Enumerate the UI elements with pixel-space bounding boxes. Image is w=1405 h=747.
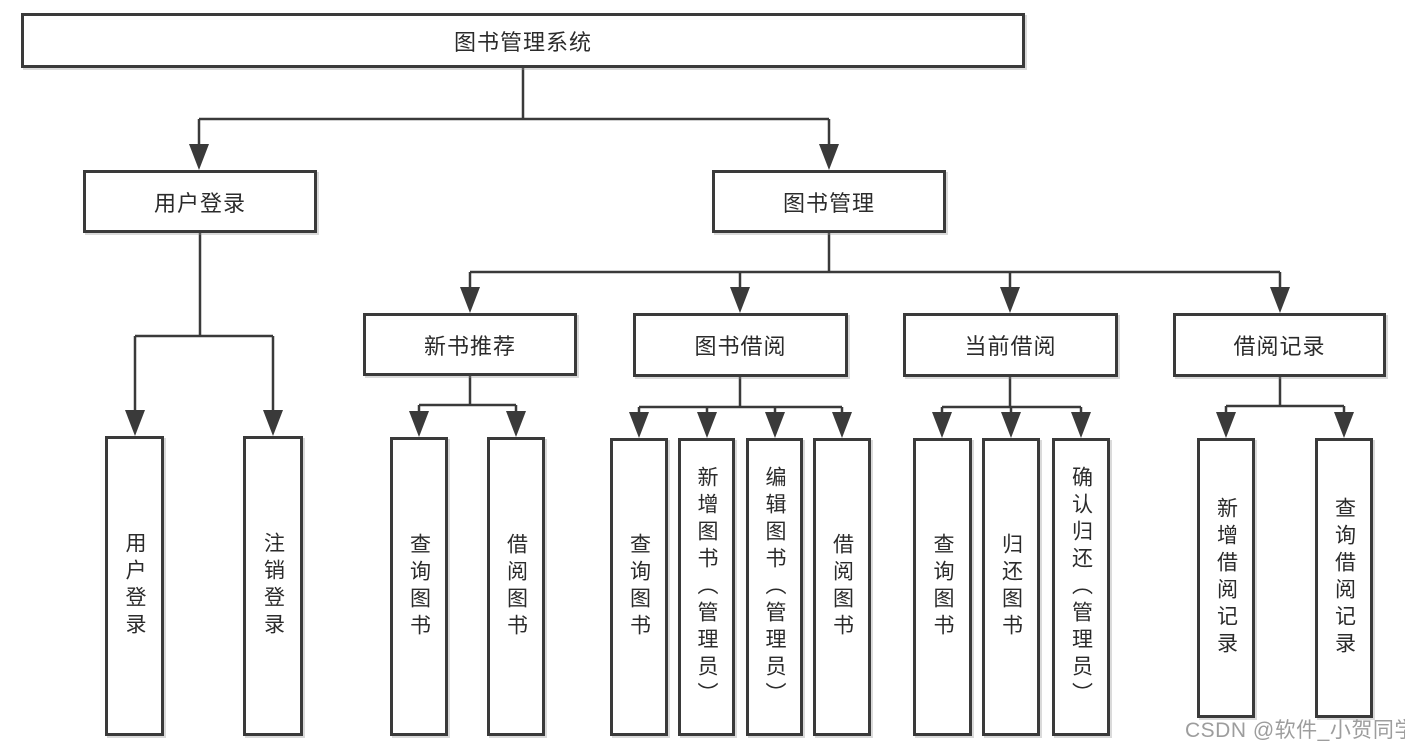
leaf-recommend-query-books-label: 查询图书 bbox=[407, 532, 431, 641]
leaf-edit-books-admin-label: 编辑图书（管理员） bbox=[763, 465, 786, 709]
csdn-watermark: CSDN @软件_小贺同学 bbox=[1185, 719, 1405, 742]
leaf-query-borrow-record-label: 查询借阅记录 bbox=[1332, 497, 1356, 659]
leaf-current-query-books-label: 查询图书 bbox=[931, 533, 954, 641]
node-current-borrowing-label: 当前借阅 bbox=[964, 334, 1057, 359]
leaf-borrowing-query-books: 查询图书 bbox=[610, 438, 668, 736]
node-library-management-system: 图书管理系统 bbox=[21, 13, 1025, 68]
leaf-add-borrow-record-label: 新增借阅记录 bbox=[1214, 497, 1238, 659]
node-user-login: 用户登录 bbox=[83, 170, 317, 233]
leaf-user-login-label: 用户登录 bbox=[123, 532, 146, 640]
leaf-confirm-return-admin-label: 确认归还（管理员） bbox=[1069, 465, 1093, 709]
node-book-management: 图书管理 bbox=[712, 170, 946, 233]
leaf-logout-label: 注销登录 bbox=[261, 532, 285, 640]
leaf-current-query-books: 查询图书 bbox=[913, 438, 972, 736]
leaf-add-books-admin-label: 新增图书（管理员） bbox=[695, 465, 718, 709]
node-book-borrowing-label: 图书借阅 bbox=[694, 334, 787, 359]
node-book-borrowing: 图书借阅 bbox=[633, 313, 848, 377]
leaf-return-books: 归还图书 bbox=[982, 438, 1040, 736]
leaf-logout: 注销登录 bbox=[243, 436, 303, 736]
leaf-query-borrow-record: 查询借阅记录 bbox=[1315, 438, 1373, 718]
leaf-recommend-borrow-books: 借阅图书 bbox=[487, 437, 545, 736]
leaf-borrow-books: 借阅图书 bbox=[813, 438, 871, 736]
leaf-confirm-return-admin: 确认归还（管理员） bbox=[1052, 438, 1110, 736]
leaf-return-books-label: 归还图书 bbox=[999, 533, 1023, 641]
leaf-add-borrow-record: 新增借阅记录 bbox=[1197, 438, 1255, 718]
node-book-management-label: 图书管理 bbox=[782, 190, 875, 216]
node-new-book-recommend-label: 新书推荐 bbox=[423, 333, 516, 359]
leaf-recommend-query-books: 查询图书 bbox=[390, 437, 448, 736]
node-library-management-system-label: 图书管理系统 bbox=[453, 29, 592, 55]
node-new-book-recommend: 新书推荐 bbox=[363, 313, 577, 376]
node-user-login-label: 用户登录 bbox=[153, 190, 246, 216]
leaf-borrowing-query-books-label: 查询图书 bbox=[627, 533, 651, 641]
node-borrowing-records: 借阅记录 bbox=[1173, 313, 1386, 377]
leaf-add-books-admin: 新增图书（管理员） bbox=[678, 438, 735, 736]
node-borrowing-records-label: 借阅记录 bbox=[1233, 334, 1326, 359]
leaf-edit-books-admin: 编辑图书（管理员） bbox=[746, 438, 803, 736]
leaf-user-login: 用户登录 bbox=[105, 436, 164, 736]
node-current-borrowing: 当前借阅 bbox=[903, 313, 1118, 377]
leaf-recommend-borrow-books-label: 借阅图书 bbox=[504, 532, 528, 641]
leaf-borrow-books-label: 借阅图书 bbox=[830, 533, 854, 641]
